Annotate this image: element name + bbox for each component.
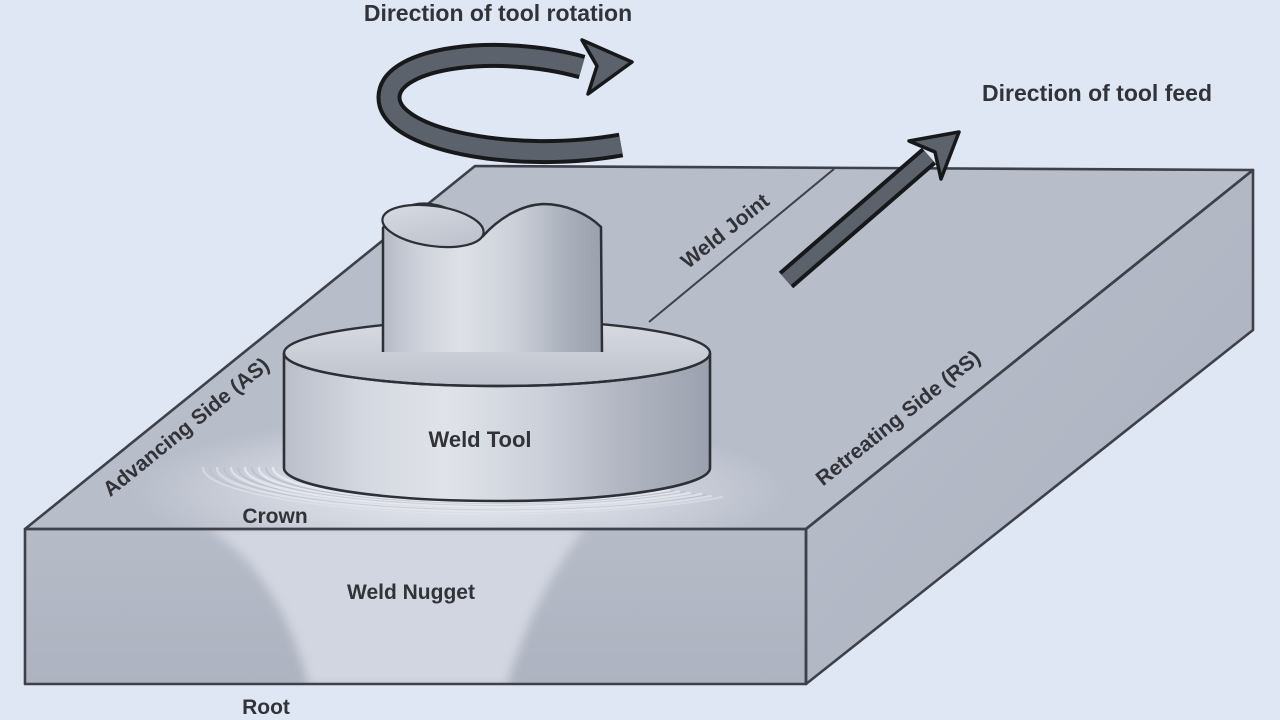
label-direction-of-tool-rotation: Direction of tool rotation bbox=[364, 0, 632, 26]
label-weld-tool: Weld Tool bbox=[428, 427, 531, 452]
weld-tool-pin bbox=[282, 202, 712, 388]
rotation-arrow-icon bbox=[376, 38, 634, 165]
plate-edges bbox=[23, 164, 1255, 686]
label-weld-nugget: Weld Nugget bbox=[347, 581, 475, 604]
plate-right-face bbox=[806, 170, 1253, 684]
label-root: Root bbox=[242, 696, 290, 719]
shoulder-outline bbox=[282, 353, 712, 503]
pin-top-scoop bbox=[381, 203, 485, 249]
shoulder-body bbox=[284, 353, 710, 501]
weld-joint-line bbox=[648, 168, 835, 323]
weld-flow-lines bbox=[201, 466, 724, 515]
shoulder-front-rim bbox=[282, 352, 712, 388]
feed-arrow-icon bbox=[778, 130, 961, 289]
weld-nugget-region bbox=[205, 529, 586, 684]
label-crown: Crown bbox=[242, 505, 307, 528]
label-direction-of-tool-feed: Direction of tool feed bbox=[982, 80, 1212, 106]
